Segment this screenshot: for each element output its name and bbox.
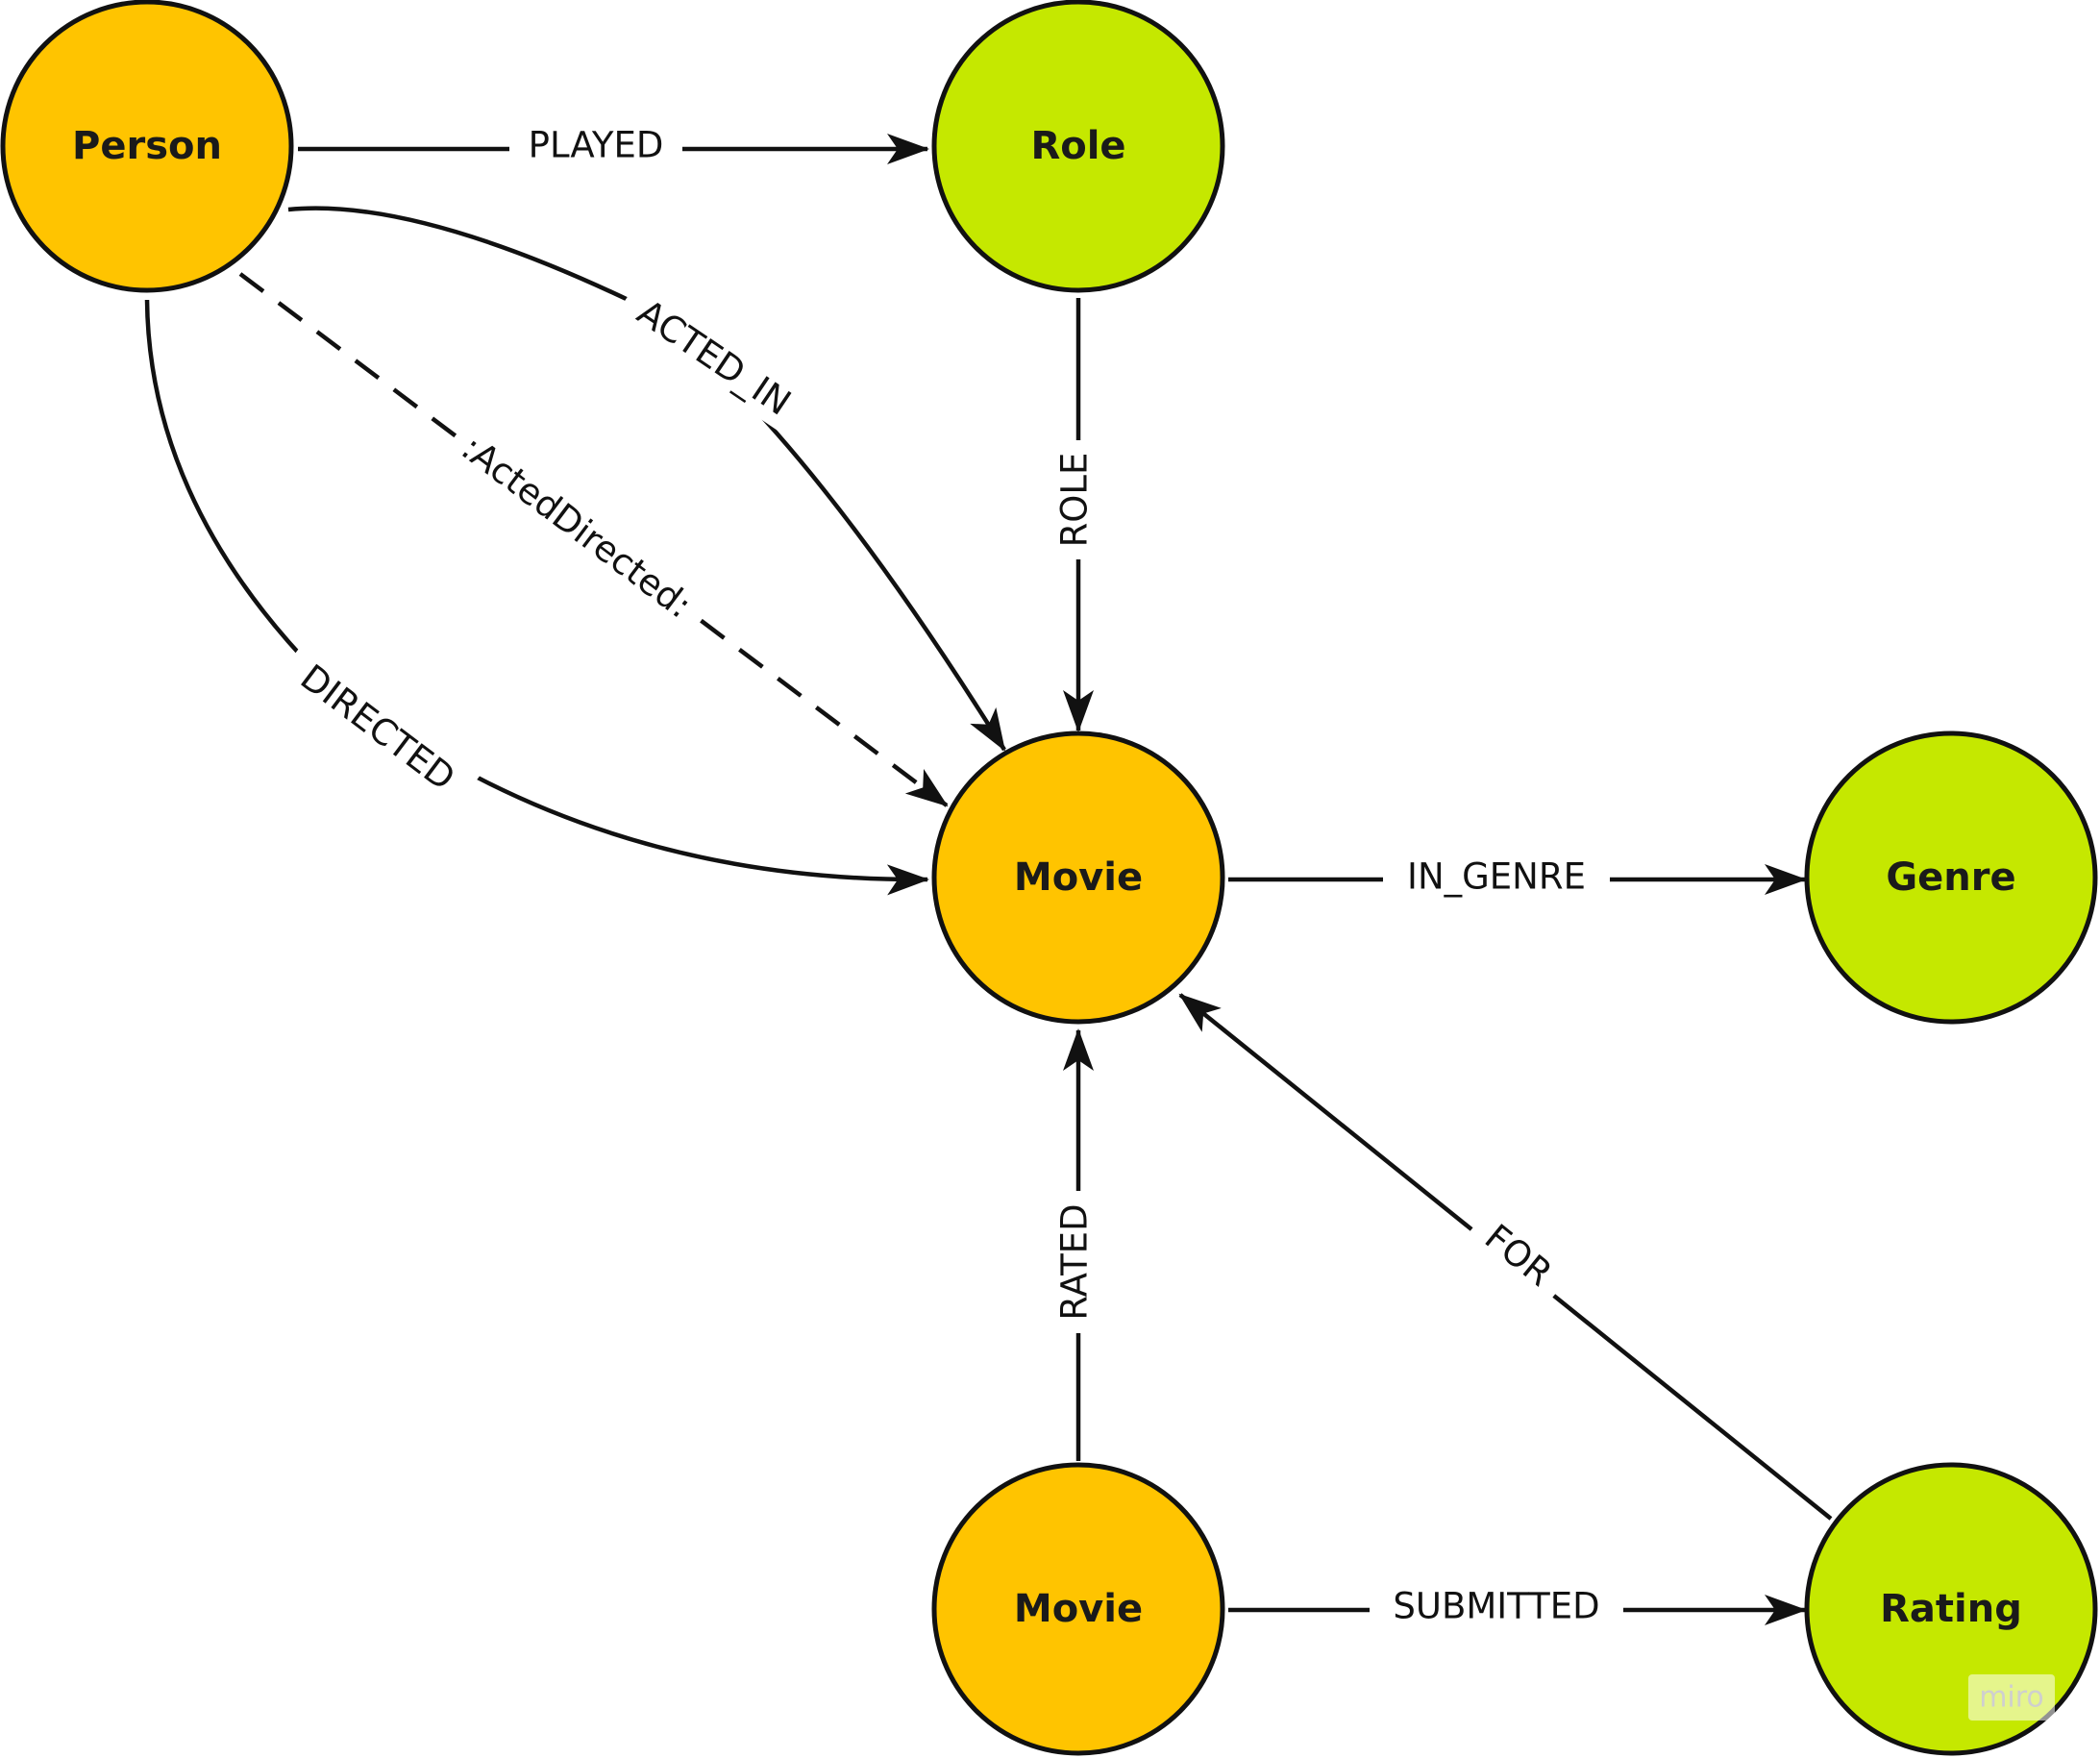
node-label-movie-bottom: Movie <box>1014 1587 1143 1631</box>
node-person[interactable]: Person <box>0 0 294 293</box>
node-label-movie: Movie <box>1014 855 1143 900</box>
edge-directed <box>144 299 929 896</box>
edge-label-acted-directed: :ActedDirected: <box>454 427 700 627</box>
node-role[interactable]: Role <box>931 0 1225 293</box>
edge-label-submitted: SUBMITTED <box>1393 1586 1599 1627</box>
node-genre[interactable]: Genre <box>1804 730 2098 1025</box>
node-movie-bottom[interactable]: Movie <box>931 1462 1225 1756</box>
edge-label-played: PLAYED <box>529 125 664 166</box>
edge-label-directed: DIRECTED <box>293 656 463 799</box>
edge-label-in-genre: IN_GENRE <box>1407 856 1586 898</box>
edge-label-acted-in: ACTED_IN <box>630 291 799 423</box>
watermark-text: miro <box>1979 1681 2044 1715</box>
node-movie[interactable]: Movie <box>931 730 1225 1025</box>
node-label-rating: Rating <box>1880 1587 2022 1631</box>
edge-label-rated: RATED <box>1054 1203 1096 1320</box>
node-label-genre: Genre <box>1886 855 2015 900</box>
node-label-person: Person <box>72 124 222 168</box>
node-label-role: Role <box>1030 124 1125 168</box>
miro-watermark: miro <box>1968 1674 2055 1721</box>
edge-label-role: ROLE <box>1054 453 1096 548</box>
